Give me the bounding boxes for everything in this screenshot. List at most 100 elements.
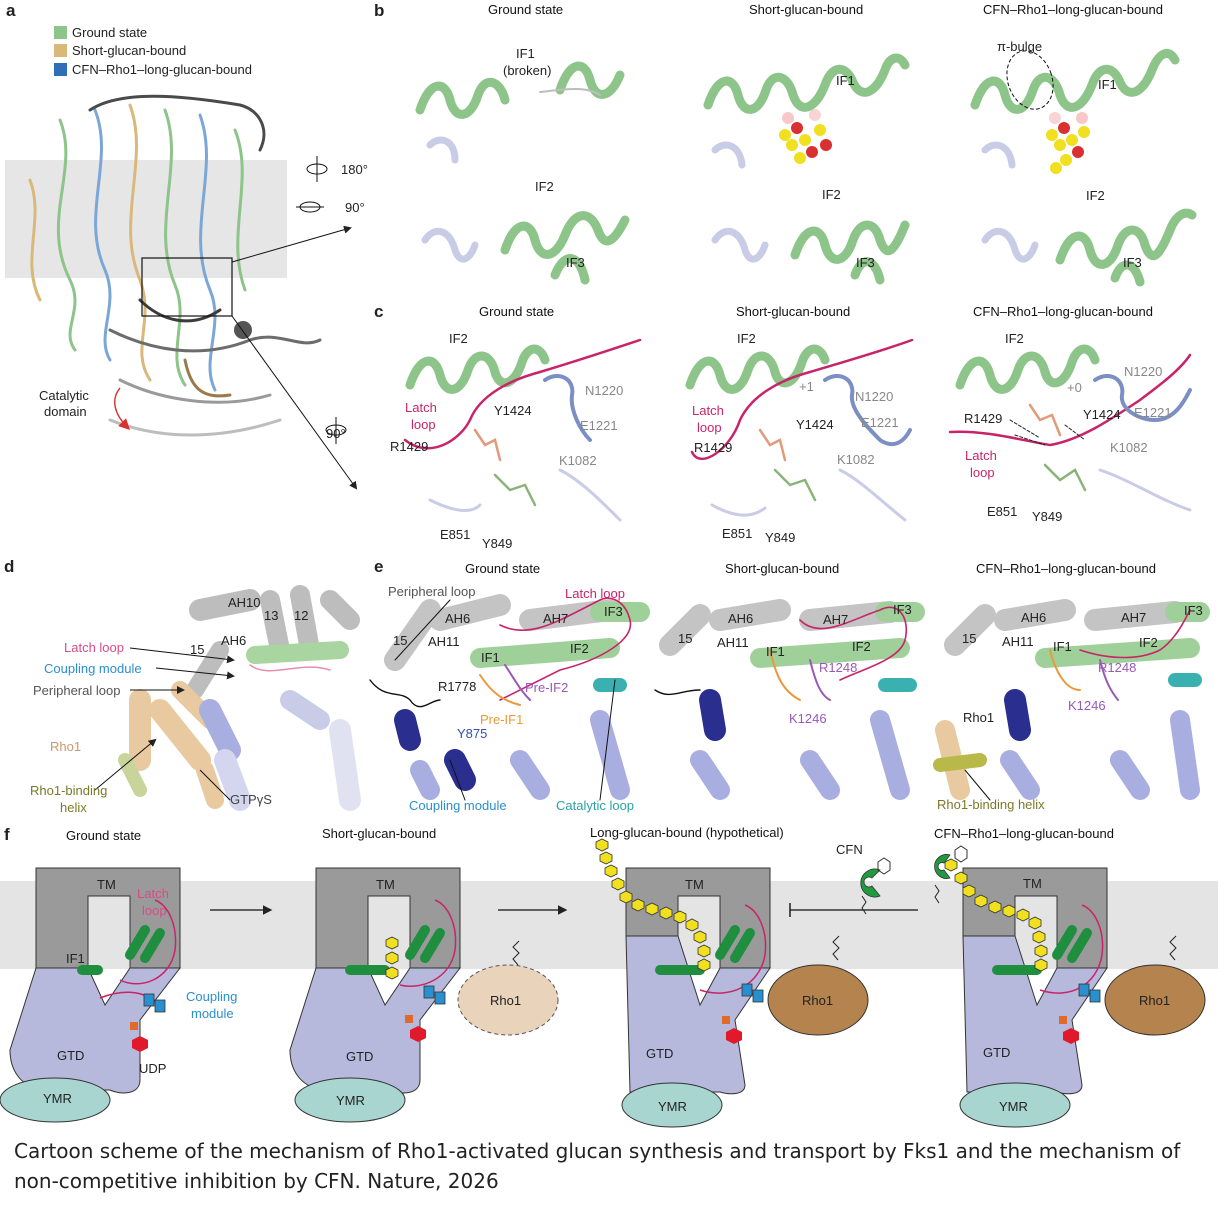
d-latch: Latch loop: [64, 640, 124, 655]
e1-if3: IF3: [604, 604, 623, 619]
c3-k1082: K1082: [1110, 440, 1148, 455]
d-rho1: Rho1: [50, 739, 82, 754]
c3-n1220: N1220: [1124, 364, 1163, 379]
f4-rho1: Rho1: [1139, 993, 1171, 1008]
figure-caption: Cartoon scheme of the mechanism of Rho1-…: [14, 1139, 1181, 1193]
e2-k1246: K1246: [789, 711, 827, 726]
e3-ah6: AH6: [1021, 610, 1047, 625]
d-rho1-helix-2: helix: [60, 800, 87, 815]
d-gtp: GTPγS: [230, 792, 272, 807]
f-title-ground: Ground state: [66, 828, 142, 843]
e3-if3: IF3: [1184, 603, 1203, 618]
e1-ah11: AH11: [428, 634, 460, 649]
c3-latch: Latch: [965, 448, 997, 463]
b-broken: (broken): [503, 63, 552, 78]
c2-plus1: +1: [799, 379, 814, 394]
e3-15: 15: [962, 631, 977, 646]
panel-f-schematics: [0, 838, 1206, 1128]
legend-ground: Ground state: [72, 25, 148, 40]
f1-loop: loop: [142, 903, 167, 918]
c2-latch: Latch: [692, 403, 724, 418]
f-cfn: CFN: [836, 842, 863, 857]
e3-rho1: Rho1: [963, 710, 995, 725]
rot-90-b: 90°: [326, 426, 346, 441]
f4-gtd: GTD: [983, 1045, 1011, 1060]
f2-rho1: Rho1: [490, 993, 522, 1008]
f1-ymr: YMR: [43, 1091, 72, 1106]
e2-if3: IF3: [893, 602, 912, 617]
panel-e-structure: [369, 594, 1210, 801]
b-title-cfn: CFN–Rho1–long-glucan-bound: [983, 2, 1163, 17]
f-title-long: Long-glucan-bound (hypothetical): [590, 825, 784, 840]
e2-ah6: AH6: [728, 611, 754, 626]
d-rho1-helix-1: Rho1-binding: [30, 783, 108, 798]
panel-a-structure: [5, 94, 358, 490]
c2-if2: IF2: [737, 331, 756, 346]
d-coupling: Coupling module: [44, 661, 142, 676]
c-title-cfn: CFN–Rho1–long-glucan-bound: [973, 304, 1153, 319]
f3-ymr: YMR: [658, 1099, 687, 1114]
c3-y849: Y849: [1032, 509, 1063, 524]
c1-latch: Latch: [405, 400, 437, 415]
c3-e1221: E1221: [1134, 405, 1172, 420]
b-if3-2: IF3: [856, 255, 875, 270]
c3-y1424: Y1424: [1083, 407, 1121, 422]
b-if2-3: IF2: [1086, 188, 1105, 203]
e2-r1248: R1248: [819, 660, 858, 675]
e1-ah7: AH7: [543, 611, 569, 626]
e2-15: 15: [678, 631, 693, 646]
e2-if2: IF2: [852, 639, 871, 654]
c1-loop: loop: [411, 417, 436, 432]
c2-e851: E851: [722, 526, 753, 541]
f1-tm: TM: [97, 877, 116, 892]
legend-cfn: CFN–Rho1–long-glucan-bound: [72, 62, 252, 77]
panel-letter-e: e: [374, 557, 384, 576]
e-latch: Latch loop: [565, 586, 625, 601]
f4-ymr: YMR: [999, 1099, 1028, 1114]
c3-e851: E851: [987, 504, 1018, 519]
f3-tm: TM: [685, 877, 704, 892]
panel-letter-c: c: [374, 302, 384, 321]
d-ah10: AH10: [228, 595, 261, 610]
b-if3-3: IF3: [1123, 255, 1142, 270]
c2-y849: Y849: [765, 530, 796, 545]
c2-loop: loop: [697, 420, 722, 435]
catalytic-label: Catalytic: [39, 388, 89, 403]
e-catalytic: Catalytic loop: [556, 798, 635, 813]
e1-if1: IF1: [481, 650, 500, 665]
c1-if2: IF2: [449, 331, 468, 346]
domain-label: domain: [44, 404, 87, 419]
c1-y849: Y849: [482, 536, 513, 551]
b-title-short: Short-glucan-bound: [749, 2, 864, 17]
b-if3-1: IF3: [566, 255, 585, 270]
e1-ah6: AH6: [445, 611, 471, 626]
e-title-short: Short-glucan-bound: [725, 561, 840, 576]
d-13: 13: [264, 608, 279, 623]
e3-k1246: K1246: [1068, 698, 1106, 713]
e-title-cfn: CFN–Rho1–long-glucan-bound: [976, 561, 1156, 576]
c1-k1082: K1082: [559, 453, 597, 468]
f1-udp: UDP: [139, 1061, 167, 1076]
b-if2-2: IF2: [822, 187, 841, 202]
b-pibulge: π-bulge: [997, 39, 1043, 54]
b-if1-3: IF1: [1098, 77, 1117, 92]
c2-r1429: R1429: [694, 440, 733, 455]
c3-loop: loop: [970, 465, 995, 480]
e2-ah7: AH7: [823, 612, 849, 627]
d-12: 12: [294, 608, 309, 623]
panel-letter-f: f: [4, 825, 10, 844]
c1-e1221: E1221: [580, 418, 618, 433]
f4-tm: TM: [1023, 876, 1042, 891]
legend-swatch-short: [54, 44, 67, 57]
legend-swatch-ground: [54, 26, 67, 39]
c2-y1424: Y1424: [796, 417, 834, 432]
legend-swatch-cfn: [54, 63, 67, 76]
e3-ah11: AH11: [1002, 634, 1034, 649]
e3-r1248: R1248: [1098, 660, 1137, 675]
f1-latch: Latch: [137, 886, 169, 901]
f1-gtd: GTD: [57, 1048, 85, 1063]
c3-if2: IF2: [1005, 331, 1024, 346]
e-peripheral: Peripheral loop: [388, 584, 476, 599]
f1-module: module: [191, 1006, 234, 1021]
